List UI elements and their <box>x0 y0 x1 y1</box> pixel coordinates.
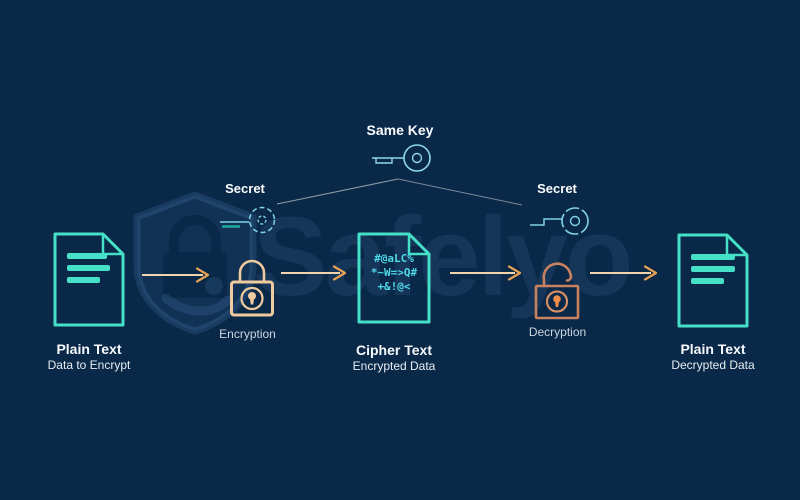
output-document <box>676 232 750 329</box>
same-key-icon <box>372 144 431 172</box>
cipher-document-icon <box>357 232 431 324</box>
watermark-shield-icon <box>133 191 257 335</box>
output-document-subtitle: Decrypted Data <box>671 358 755 372</box>
source-document-subtitle: Data to Encrypt <box>47 358 131 372</box>
watermark-brand-text: Safelyo <box>253 194 633 319</box>
text-line <box>691 266 735 272</box>
source-document <box>52 231 126 328</box>
flow-arrow-4 <box>590 265 658 281</box>
encryption-label: Encryption <box>219 327 276 341</box>
secret-label-right: Secret <box>537 181 577 196</box>
cipher-text-line: *~W=>Q# <box>370 266 418 279</box>
text-line <box>67 265 110 271</box>
text-line <box>691 278 724 284</box>
output-document-title: Plain Text <box>680 341 746 357</box>
text-line <box>67 253 107 259</box>
secret-key-icon-left <box>220 206 276 234</box>
encryption-lock-icon <box>230 259 274 317</box>
cipher-document-title: Cipher Text <box>356 342 432 358</box>
decryption-lock-icon <box>534 262 580 320</box>
flow-arrow-2 <box>281 265 347 281</box>
key-distribution-line-right <box>397 178 523 206</box>
key-distribution-line-left <box>276 178 399 205</box>
cipher-text-line: #@aLC% <box>374 252 414 265</box>
flow-arrow-3 <box>450 265 522 281</box>
decryption-label: Decryption <box>528 325 587 339</box>
cipher-text-lines: #@aLC% *~W=>Q# +&!@< <box>360 252 428 294</box>
same-key-label: Same Key <box>366 122 434 138</box>
flow-arrow-1 <box>142 267 210 283</box>
secret-label-left: Secret <box>225 181 265 196</box>
cipher-document <box>356 231 432 325</box>
cipher-text-line: +&!@< <box>377 280 411 293</box>
source-document-title: Plain Text <box>56 341 122 357</box>
secret-key-icon-right <box>530 207 589 235</box>
cipher-document-subtitle: Encrypted Data <box>352 359 436 373</box>
text-line <box>67 277 100 283</box>
text-line <box>691 254 735 260</box>
